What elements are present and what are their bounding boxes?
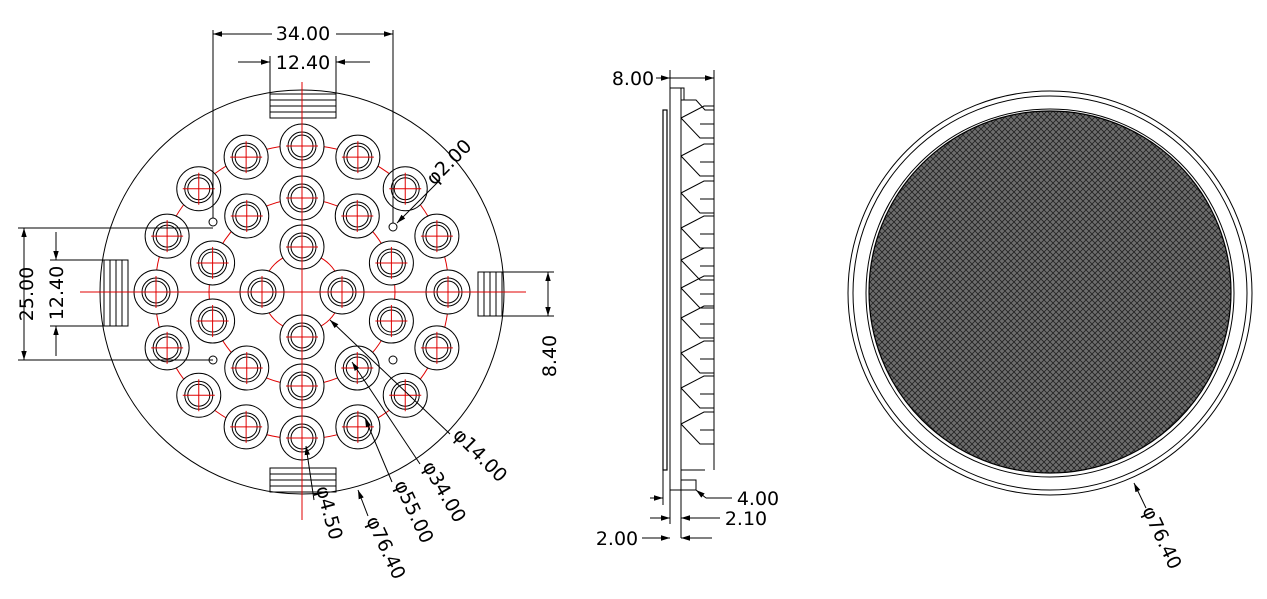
lens bbox=[414, 213, 460, 259]
mesh-diffuser bbox=[868, 110, 1232, 474]
lens bbox=[144, 325, 190, 371]
dim-8-40: 8.40 bbox=[502, 271, 561, 377]
lens-profiles bbox=[680, 105, 714, 445]
lens bbox=[176, 166, 222, 212]
dim-side-4-label: 4.00 bbox=[737, 488, 779, 510]
lens bbox=[176, 372, 222, 418]
dim-25-label: 25.00 bbox=[16, 267, 38, 321]
dim-back-outer-label: φ76.40 bbox=[1137, 503, 1185, 573]
lens bbox=[144, 213, 190, 259]
lens bbox=[414, 325, 460, 371]
back-view: φ76.40 bbox=[847, 90, 1253, 573]
lens-profile bbox=[680, 215, 714, 249]
lens-profile bbox=[680, 143, 714, 177]
lens-profile bbox=[680, 105, 714, 139]
lens bbox=[335, 404, 381, 450]
right-tab bbox=[477, 271, 503, 317]
dim-hole-label: φ2.00 bbox=[422, 135, 476, 189]
lens-profile bbox=[680, 340, 714, 374]
lens-array bbox=[80, 82, 526, 520]
dim-side-8-label: 8.00 bbox=[612, 68, 654, 90]
dim-lens-label: φ4.50 bbox=[311, 484, 346, 543]
dim-12-height: 12.40 bbox=[46, 232, 104, 356]
lens bbox=[224, 345, 270, 391]
lens-profile bbox=[680, 247, 714, 281]
left-tab bbox=[103, 259, 129, 327]
lens-profile bbox=[680, 411, 714, 445]
dim-back-outer: φ76.40 bbox=[1133, 482, 1186, 573]
dim-12-width: 12.40 bbox=[238, 52, 370, 94]
lens bbox=[382, 166, 428, 212]
side-view: 8.00 4.00 2.10 2.00 bbox=[596, 68, 779, 550]
back-outer-circle bbox=[847, 90, 1253, 496]
lens-profile bbox=[680, 180, 714, 214]
front-view: 34.00 12.40 25.00 12.40 bbox=[16, 22, 561, 583]
dim-25-height: 25.00 bbox=[16, 227, 213, 361]
dim-12-width-label: 12.40 bbox=[276, 52, 330, 74]
dim-8-40-label: 8.40 bbox=[539, 335, 561, 377]
dim-side-8: 8.00 bbox=[612, 68, 715, 110]
lens bbox=[223, 404, 269, 450]
lens bbox=[335, 134, 381, 180]
lens-profile bbox=[680, 305, 714, 339]
dim-side-2-10-label: 2.10 bbox=[725, 508, 767, 530]
dim-side-2: 2.00 bbox=[596, 528, 712, 550]
lens bbox=[368, 240, 414, 286]
lens bbox=[334, 193, 380, 239]
lens-profile bbox=[680, 275, 714, 309]
lens bbox=[190, 240, 236, 286]
bottom-tab bbox=[269, 467, 337, 493]
lens-profile bbox=[680, 375, 714, 409]
mounting-holes bbox=[208, 217, 398, 365]
lens bbox=[223, 134, 269, 180]
dim-12-height-label: 12.40 bbox=[46, 266, 68, 320]
lens bbox=[224, 193, 270, 239]
dim-side-2-10: 2.10 bbox=[650, 490, 767, 530]
dim-34-width: 34.00 bbox=[212, 22, 394, 223]
lens bbox=[190, 298, 236, 344]
lens bbox=[334, 345, 380, 391]
lens bbox=[382, 372, 428, 418]
side-plate bbox=[662, 109, 668, 471]
dim-side-2-label: 2.00 bbox=[596, 528, 638, 550]
dim-outer-label: φ76.40 bbox=[361, 513, 409, 583]
top-tab bbox=[269, 93, 337, 119]
lens bbox=[368, 298, 414, 344]
dim-ring14-label: φ14.00 bbox=[448, 424, 511, 487]
dim-34-label: 34.00 bbox=[276, 23, 330, 45]
dim-side-4: 4.00 bbox=[650, 470, 779, 538]
